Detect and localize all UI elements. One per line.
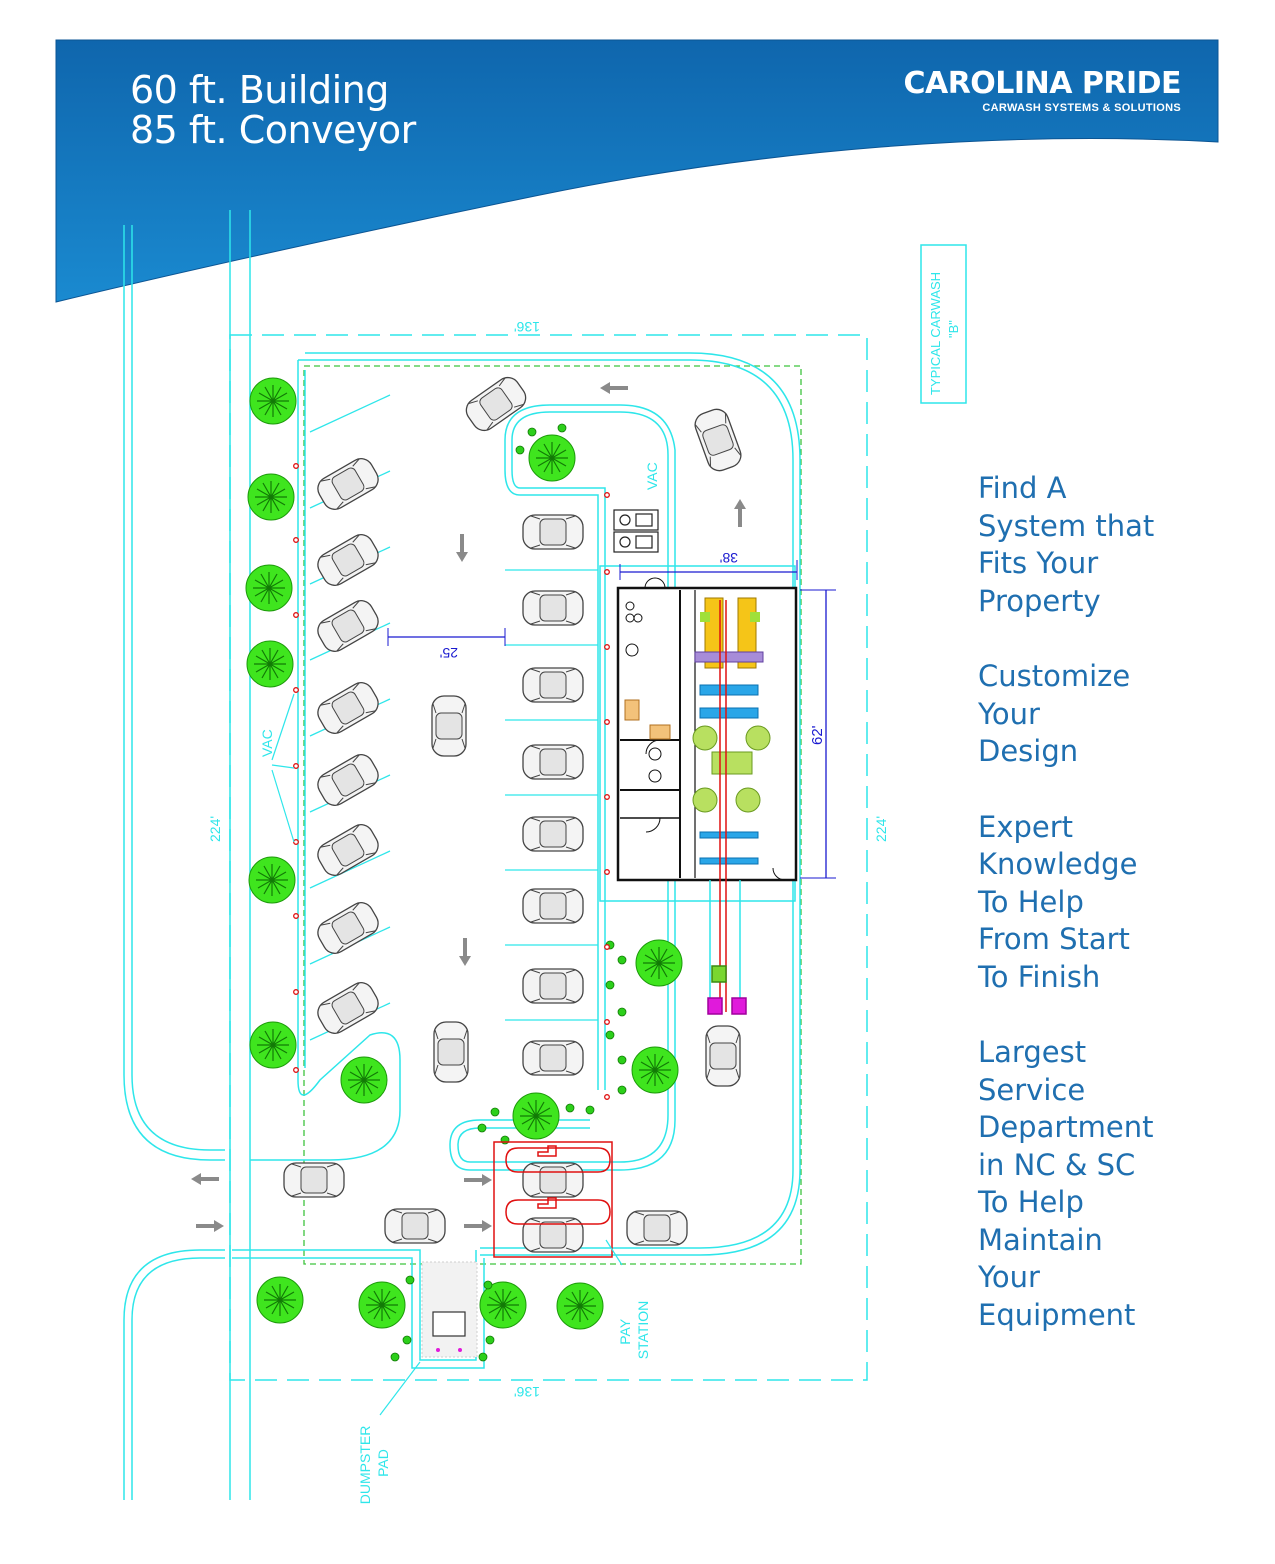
page-title-line-2: 85 ft. Conveyor bbox=[130, 108, 416, 152]
tagline-system-fit: Find A System that Fits Your Property bbox=[978, 471, 1155, 618]
conveyor bbox=[707, 600, 747, 1015]
dumpster-pad bbox=[379, 1261, 478, 1416]
dimensions bbox=[387, 560, 836, 879]
dim-depth-right: 224' bbox=[873, 816, 889, 842]
plan-label-variant: "B" bbox=[946, 320, 961, 338]
header-banner bbox=[55, 39, 1219, 303]
vac-label-top: VAC bbox=[644, 462, 660, 490]
dumpster-pad-label: DUMPSTER PAD bbox=[357, 1422, 391, 1504]
parked-cars-left bbox=[312, 453, 384, 1039]
curbs bbox=[232, 352, 801, 1369]
vac-leader-lines bbox=[271, 693, 295, 843]
vacuum-posts bbox=[293, 463, 610, 1100]
pay-station-label-line: STATION bbox=[635, 1301, 651, 1360]
dim-lane-width: 25' bbox=[440, 645, 458, 661]
brand-tagline: CARWASH SYSTEMS & SOLUTIONS bbox=[982, 102, 1181, 114]
dumpster-pad-label-line: DUMPSTER bbox=[357, 1426, 373, 1505]
dim-building-length: 62' bbox=[809, 725, 826, 745]
parking-stripes-right bbox=[505, 569, 598, 1021]
pay-station-label: PAY STATION bbox=[617, 1301, 651, 1360]
dim-width-top: 136' bbox=[514, 319, 540, 335]
lot-boundary bbox=[303, 365, 802, 1265]
vacuum-units bbox=[613, 509, 659, 553]
tagline-service: Largest Service Department in NC & SC To… bbox=[978, 1035, 1154, 1332]
dim-depth-left: 224' bbox=[207, 816, 223, 842]
taglines: Find A System that Fits Your Property Cu… bbox=[978, 470, 1238, 1372]
tagline-customize: Customize Your Design bbox=[978, 659, 1131, 768]
pay-station-label-line: PAY bbox=[617, 1318, 633, 1345]
dim-building-width: 38' bbox=[720, 550, 738, 566]
street-left bbox=[123, 210, 251, 1500]
plan-label-typical: TYPICAL CARWASH bbox=[928, 272, 943, 395]
pay-station-leader bbox=[605, 1239, 623, 1266]
vac-label-left: VAC bbox=[259, 729, 275, 757]
carwash-building bbox=[599, 565, 798, 902]
brand-logo: CAROLINA PRIDE bbox=[903, 66, 1181, 101]
plan-label-box bbox=[920, 244, 967, 404]
property-line bbox=[229, 334, 868, 1381]
page-title-line-1: 60 ft. Building bbox=[130, 68, 389, 112]
dumpster-pad-label-line: PAD bbox=[375, 1449, 391, 1477]
dim-width-bottom: 136' bbox=[514, 1384, 540, 1400]
tagline-expert: Expert Knowledge To Help From Start To F… bbox=[978, 809, 1138, 994]
pay-station bbox=[493, 1141, 613, 1258]
